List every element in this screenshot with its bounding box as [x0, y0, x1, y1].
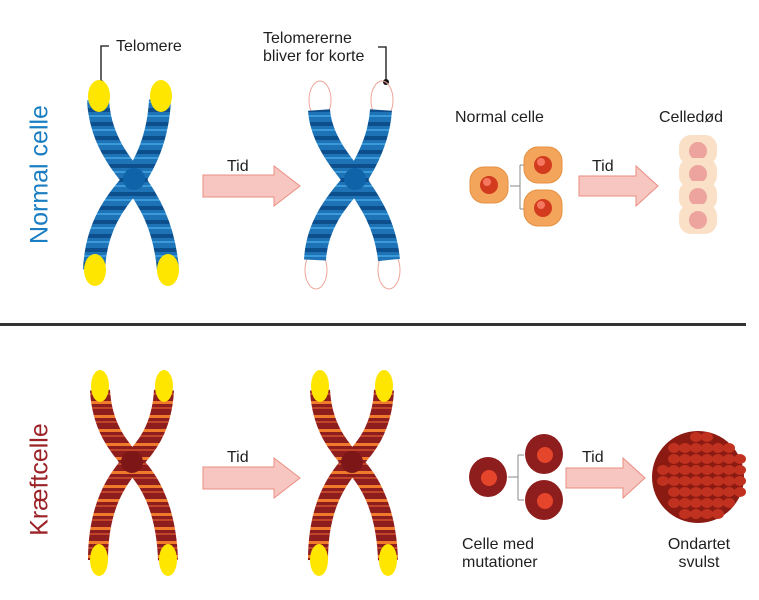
tumor-cell: [668, 476, 680, 486]
normal-chromosome-short-telomeres: [304, 80, 401, 290]
tumor-cell: [668, 443, 680, 453]
cancer-chromosome-2: [308, 370, 398, 576]
tumor-cell: [712, 454, 724, 464]
tumor-cell: [723, 443, 735, 453]
telomere-label: Telomere: [116, 38, 182, 55]
time-arrow-icon: [202, 456, 301, 500]
tumor-cell: [734, 465, 746, 475]
tumor-cell: [690, 487, 702, 497]
normal-row-title: Normal celle: [25, 105, 54, 244]
time-arrow-label: Tid: [582, 449, 604, 466]
mutated-cells-label-line1: Celle med: [462, 536, 535, 553]
telomere-cap: [150, 80, 172, 112]
tumor-cell: [701, 443, 713, 453]
tumor-cell: [690, 443, 702, 453]
tumor-cell: [734, 454, 746, 464]
tumor-cell: [690, 498, 702, 508]
tumor-cell: [712, 487, 724, 497]
tumor-cell: [679, 476, 691, 486]
telomere-cap: [157, 254, 179, 286]
tumor-cell: [723, 487, 735, 497]
centromere: [123, 168, 145, 190]
tumor-label-line2: svulst: [678, 554, 720, 571]
time-arrow-label: Tid: [592, 158, 614, 175]
tumor-cell: [679, 498, 691, 508]
tumor-cell: [690, 476, 702, 486]
time-arrow-label: Tid: [227, 158, 249, 175]
tumor-cell: [701, 432, 713, 442]
tumor-cell: [701, 454, 713, 464]
tumor-cell: [723, 498, 735, 508]
tumor-cell: [668, 454, 680, 464]
time-arrow-icon: [202, 164, 301, 208]
tumor-cell: [723, 476, 735, 486]
tumor-cell: [734, 487, 746, 497]
tumor-cell: [668, 465, 680, 475]
normal-cell: [523, 189, 563, 227]
normal-cells-dividing-icon: [469, 146, 563, 227]
tumor-cell: [690, 509, 702, 519]
mutated-cell: [525, 434, 563, 474]
tumor-cell: [734, 476, 746, 486]
mutated-cell: [469, 457, 507, 497]
time-arrow-icon: [578, 164, 659, 208]
malignant-tumor-icon: [652, 431, 746, 523]
short-telomere-label-line1: Telomererne: [263, 30, 352, 47]
tumor-cell: [679, 454, 691, 464]
telomere-cap: [84, 254, 106, 286]
mutated-cell: [525, 480, 563, 520]
tumor-cell: [712, 476, 724, 486]
normal-chromosome-full-telomeres: [83, 80, 179, 286]
tumor-cell: [690, 432, 702, 442]
tumor-cell: [712, 498, 724, 508]
tumor-cell: [701, 487, 713, 497]
tumor-cell: [668, 498, 680, 508]
tumor-cell: [701, 465, 713, 475]
tumor-cell: [723, 454, 735, 464]
short-telomere-pointer: [378, 46, 389, 85]
cell-death-label: Celledød: [659, 109, 724, 126]
tumor-cell: [668, 487, 680, 497]
tumor-cell: [679, 509, 691, 519]
tumor-cell: [712, 509, 724, 519]
mutated-cells-label-line2: mutationer: [462, 554, 538, 571]
tumor-cell: [712, 443, 724, 453]
tumor-cell: [723, 465, 735, 475]
tumor-cell: [712, 465, 724, 475]
time-arrow-icon: [565, 456, 646, 500]
normal-cell: [523, 146, 563, 184]
tumor-cell: [701, 476, 713, 486]
tumor-cell: [701, 509, 713, 519]
cancer-row-title: Kræftcelle: [25, 423, 54, 536]
cancer-chromosome-1: [88, 370, 178, 576]
tumor-cell: [701, 498, 713, 508]
tumor-cell: [679, 487, 691, 497]
telomere-cap: [88, 80, 110, 112]
tumor-cell: [679, 465, 691, 475]
normal-cells-label: Normal celle: [455, 109, 544, 126]
tumor-cell: [657, 465, 669, 475]
section-divider: [0, 323, 746, 326]
tumor-cell: [657, 476, 669, 486]
short-telomere-label-line2: bliver for korte: [263, 48, 365, 65]
tumor-cell: [690, 454, 702, 464]
dead-cells-icon: [679, 135, 717, 234]
tumor-label-line1: Ondartet: [667, 536, 731, 553]
normal-cell: [469, 166, 509, 204]
tumor-cell: [679, 443, 691, 453]
mutated-cells-dividing-icon: [469, 434, 563, 520]
tumor-cell: [690, 465, 702, 475]
time-arrow-label: Tid: [227, 449, 249, 466]
